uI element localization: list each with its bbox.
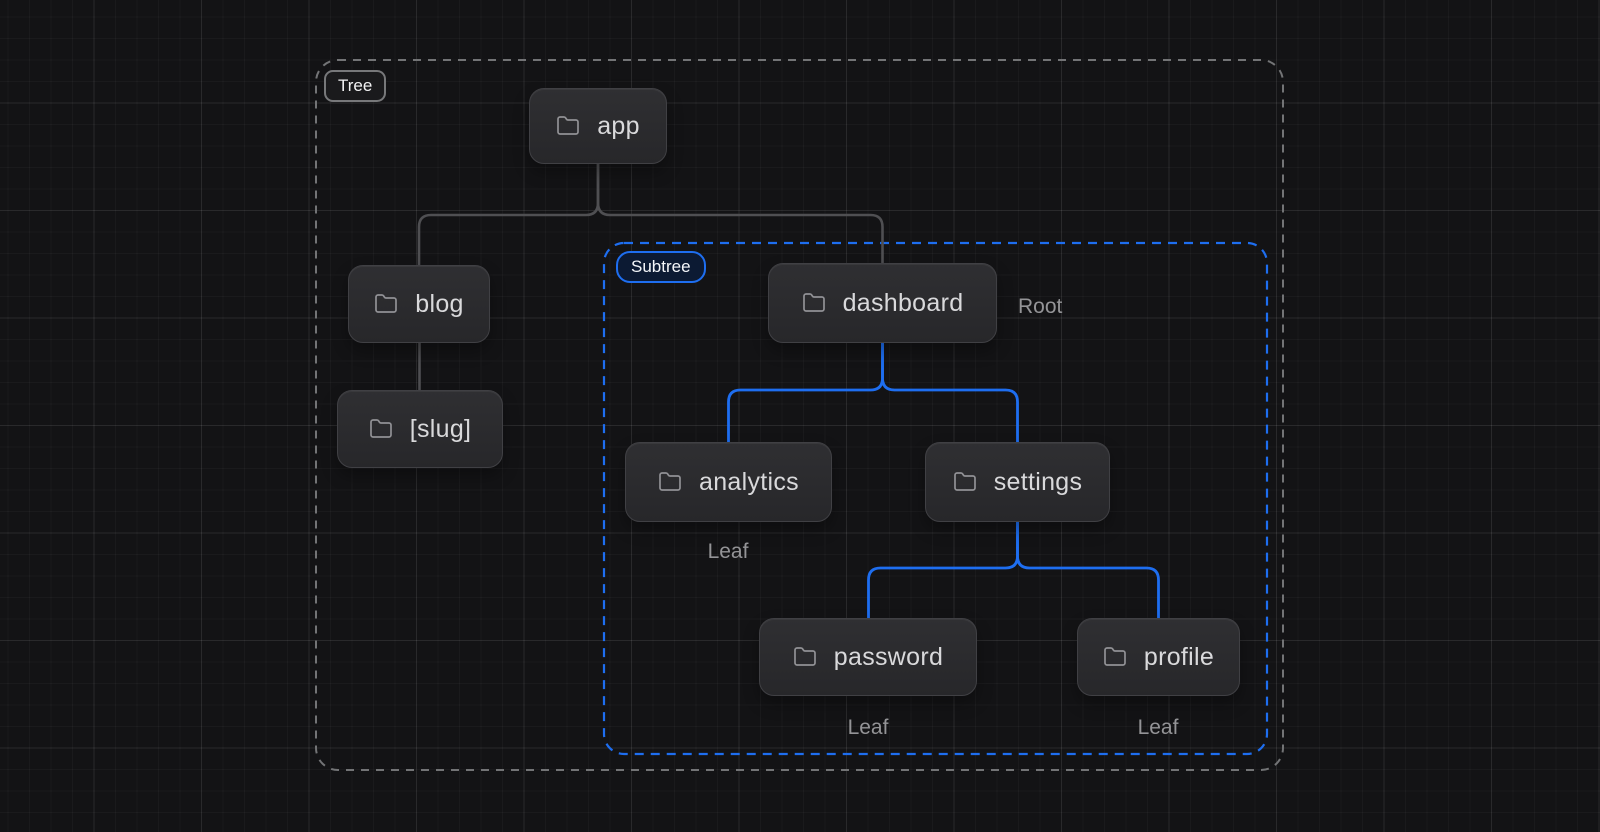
edge-app-blog[interactable] <box>417 164 600 265</box>
node-app[interactable]: app <box>529 88 667 164</box>
edge-dashboard-settings[interactable] <box>881 343 1019 442</box>
annotation-password-leaf: Leaf <box>847 716 889 739</box>
folder-icon <box>793 647 816 666</box>
edge-settings-profile[interactable] <box>1016 522 1160 618</box>
annotation-profile-leaf: Leaf <box>1137 716 1179 739</box>
node-profile-label: profile <box>1143 642 1215 671</box>
edge-app-dashboard[interactable] <box>596 164 884 263</box>
node-profile[interactable]: profile <box>1077 618 1240 696</box>
node-dashboard[interactable]: dashboard <box>768 263 997 343</box>
folder-icon <box>375 294 398 313</box>
node-blog[interactable]: blog <box>348 265 490 343</box>
node-app-label: app <box>597 111 640 140</box>
subtree-group-label-text: Subtree <box>631 257 691 276</box>
edge-dashboard-analytics[interactable] <box>727 343 884 442</box>
tree-group-label-text: Tree <box>338 76 373 95</box>
annotation-analytics-leaf: Leaf <box>707 540 749 563</box>
node-password-label: password <box>833 642 944 671</box>
node-slug[interactable]: [slug] <box>337 390 503 468</box>
annotation-dashboard-root: Root <box>1018 295 1063 318</box>
subtree-group-outline[interactable] <box>602 241 1269 756</box>
node-analytics[interactable]: analytics <box>625 442 832 522</box>
folder-icon <box>1104 647 1126 666</box>
node-dashboard-label: dashboard <box>842 288 964 317</box>
folder-icon <box>369 419 392 438</box>
node-analytics-label: analytics <box>699 467 799 496</box>
subtree-group-label[interactable]: Subtree <box>616 251 706 283</box>
edge-settings-password[interactable] <box>867 522 1019 618</box>
folder-icon <box>557 116 580 135</box>
tree-group-outline[interactable] <box>315 59 1284 771</box>
node-blog-label: blog <box>415 289 464 318</box>
node-settings-label: settings <box>993 467 1083 496</box>
tree-group-label[interactable]: Tree <box>324 70 387 102</box>
node-slug-label: [slug] <box>409 414 472 443</box>
folder-icon <box>953 472 976 491</box>
node-settings[interactable]: settings <box>925 442 1110 522</box>
node-password[interactable]: password <box>759 618 977 696</box>
folder-icon <box>802 293 825 312</box>
folder-icon <box>659 472 681 491</box>
